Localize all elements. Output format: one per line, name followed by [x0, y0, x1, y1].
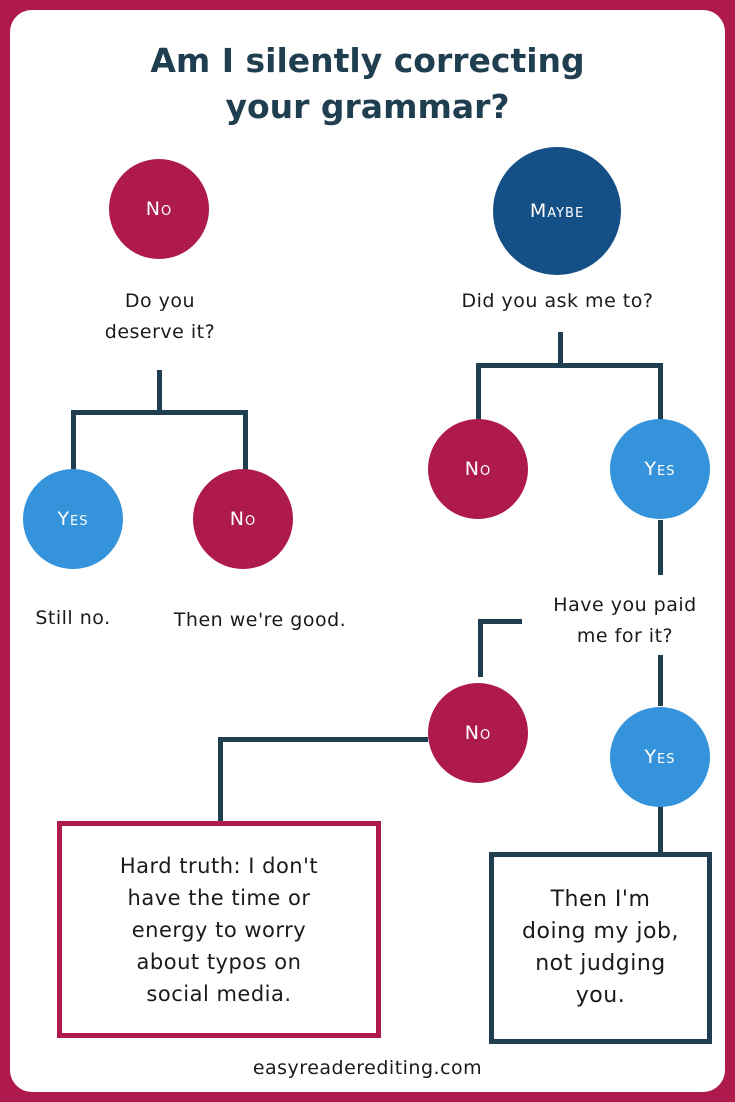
connector-line [476, 363, 663, 368]
asked-yes-circle: Yes [610, 419, 710, 519]
page-title: Am I silently correcting your grammar? [0, 38, 735, 130]
circle-label: Yes [644, 458, 676, 480]
question-line: Did you ask me to? [461, 290, 654, 312]
circle-label: No [464, 722, 492, 744]
connector-line [218, 737, 428, 742]
connector-line [658, 806, 663, 852]
result-text: Then we're good. [173, 609, 347, 631]
result-doing-job-box: Then I'm doing my job, not judging you. [489, 852, 712, 1044]
question-line: me for it? [576, 625, 674, 647]
paid-no-circle: No [428, 683, 528, 783]
deserve-yes-circle: Yes [23, 469, 123, 569]
asked-no-circle: No [428, 419, 528, 519]
connector-line [243, 410, 248, 470]
result-still-no: Still no. [18, 603, 128, 634]
connector-line [71, 410, 248, 415]
question-line: Do you [124, 290, 196, 312]
question-deserve: Do you deserve it? [60, 286, 260, 348]
deserve-no-circle: No [193, 469, 293, 569]
connector-line [476, 363, 481, 420]
box-line: social media. [146, 981, 292, 1006]
connector-line [658, 655, 663, 706]
box-line: doing my job, [522, 919, 679, 944]
box-line: not judging [535, 951, 666, 976]
question-paid: Have you paid me for it? [525, 590, 725, 652]
circle-label: Yes [644, 746, 676, 768]
connector-line [558, 332, 563, 366]
footer-url: easyreaderediting.com [252, 1057, 483, 1079]
result-good: Then we're good. [150, 605, 370, 636]
circle-label: Yes [57, 508, 89, 530]
box-line: Hard truth: I don't [119, 853, 319, 878]
circle-label: No [145, 198, 173, 220]
connector-line [658, 363, 663, 420]
answer-maybe-circle: Maybe [493, 147, 621, 275]
connector-line [478, 619, 483, 677]
title-line-2: your grammar? [225, 87, 510, 126]
question-line: Have you paid [553, 594, 697, 616]
connector-line [658, 520, 663, 575]
box-line: energy to worry [131, 917, 307, 942]
circle-label: No [464, 458, 492, 480]
connector-line [157, 370, 162, 413]
question-asked: Did you ask me to? [430, 286, 685, 317]
result-text: Still no. [35, 607, 111, 629]
paid-yes-circle: Yes [610, 707, 710, 807]
connector-line [478, 619, 522, 624]
result-hard-truth-box: Hard truth: I don't have the time or ene… [57, 821, 381, 1038]
answer-no-circle: No [109, 159, 209, 259]
box-line: have the time or [127, 885, 311, 910]
circle-label: No [229, 508, 257, 530]
connector-line [218, 737, 223, 821]
box-line: you. [575, 983, 626, 1008]
title-line-1: Am I silently correcting [150, 41, 585, 80]
box-line: Then I'm [550, 887, 651, 912]
question-line: deserve it? [104, 321, 216, 343]
circle-label: Maybe [529, 200, 585, 222]
box-line: about typos on [136, 949, 302, 974]
connector-line [71, 410, 76, 470]
